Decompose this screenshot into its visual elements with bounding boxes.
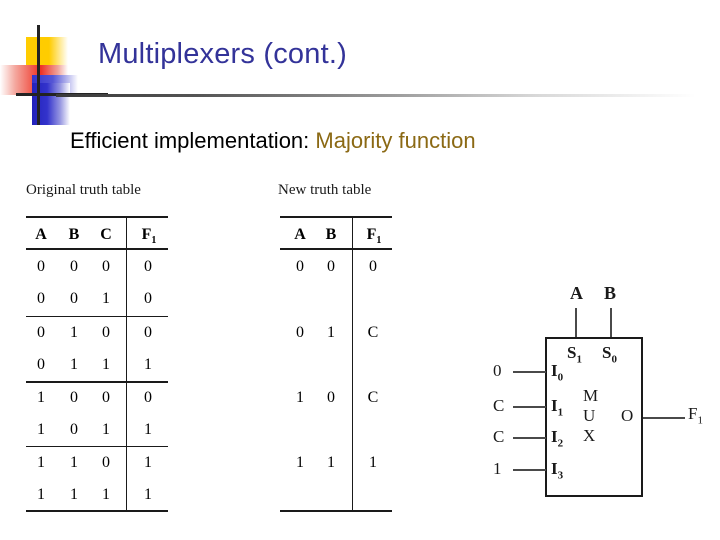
table-cell: 0: [102, 389, 110, 406]
original-table-top-rule: [26, 216, 168, 218]
mux-body: [545, 337, 643, 497]
table-cell: 1: [327, 454, 335, 471]
original-table-header-f1: F1: [141, 226, 157, 247]
original-table-group-rule-1: [26, 316, 168, 317]
mux-output-wire: [643, 417, 685, 419]
table-cell: 1: [37, 421, 45, 438]
table-cell: 1: [296, 389, 304, 406]
mux-select-wire-a: [575, 308, 577, 338]
mux-select-input-b-label: B: [604, 283, 617, 303]
table-cell: 0: [144, 389, 152, 406]
new-table-column-divider: [352, 216, 353, 510]
page-title: Multiplexers (cont.): [98, 38, 347, 70]
table-cell: 1: [144, 356, 152, 373]
mux-select-wire-b: [610, 308, 612, 338]
table-cell: 1: [102, 290, 110, 307]
original-table-caption: Original truth table: [26, 182, 141, 198]
table-cell: 1: [144, 486, 152, 503]
slide-decoration-logo: [0, 25, 108, 125]
mux-input-wire-1: [513, 406, 546, 408]
mux-letter-u: U: [583, 406, 596, 425]
table-cell: C: [367, 389, 379, 406]
table-cell: 0: [327, 389, 335, 406]
mux-output-pin-o: O: [621, 406, 634, 425]
mux-select-pin-s0: S0: [602, 343, 617, 366]
table-cell: 1: [296, 454, 304, 471]
table-cell: 1: [327, 324, 335, 341]
original-table-column-divider: [126, 216, 127, 510]
mux-data-pin-i2: I2: [551, 427, 564, 450]
new-table-caption: New truth table: [278, 182, 372, 198]
original-table-bottom-rule: [26, 510, 168, 512]
mux-output-label-f1: F1: [688, 404, 703, 427]
table-cell: 0: [37, 356, 45, 373]
mux-letter-x: X: [583, 426, 596, 445]
table-cell: 1: [369, 454, 377, 471]
new-table-header-a: A: [294, 226, 306, 243]
table-cell: 1: [70, 454, 78, 471]
table-cell: 0: [327, 258, 335, 275]
table-cell: 0: [296, 324, 304, 341]
table-cell: 1: [102, 356, 110, 373]
table-cell: 0: [296, 258, 304, 275]
table-cell: 0: [102, 258, 110, 275]
new-table-header-b: B: [325, 226, 337, 243]
original-table-group-rule-3: [26, 446, 168, 447]
table-cell: 1: [102, 421, 110, 438]
mux-select-input-a-label: A: [570, 283, 583, 303]
original-table-header-rule: [26, 248, 168, 250]
logo-vertical-line: [37, 25, 40, 125]
table-cell: 1: [144, 421, 152, 438]
table-cell: 0: [102, 324, 110, 341]
table-cell: 0: [70, 290, 78, 307]
mux-data-input-2-label: C: [493, 427, 505, 446]
table-cell: 0: [37, 324, 45, 341]
table-cell: C: [367, 324, 379, 341]
mux-input-wire-3: [513, 469, 546, 471]
table-cell: 0: [70, 258, 78, 275]
original-table-header-b: B: [68, 226, 80, 243]
table-cell: 0: [70, 421, 78, 438]
table-cell: 1: [102, 486, 110, 503]
mux-data-pin-i3: I3: [551, 459, 564, 482]
mux-input-wire-0: [513, 371, 546, 373]
table-cell: 1: [37, 454, 45, 471]
table-cell: 0: [144, 290, 152, 307]
subtitle-lead-text: Efficient implementation:: [70, 128, 310, 153]
mux-select-pin-s1: S1: [567, 343, 582, 366]
mux-data-pin-i0: I0: [551, 361, 564, 384]
table-cell: 0: [144, 324, 152, 341]
new-table-bottom-rule: [280, 510, 392, 512]
original-table-header-a: A: [35, 226, 47, 243]
table-cell: 0: [37, 258, 45, 275]
table-cell: 0: [369, 258, 377, 275]
subtitle-accent-text: Majority function: [315, 128, 476, 153]
mux-data-input-0-label: 0: [493, 361, 502, 380]
table-cell: 1: [144, 454, 152, 471]
mux-data-input-1-label: C: [493, 396, 505, 415]
table-cell: 1: [70, 486, 78, 503]
mux-letter-m: M: [583, 386, 599, 405]
table-cell: 0: [37, 290, 45, 307]
table-cell: 1: [70, 356, 78, 373]
new-table-header-f1: F1: [366, 226, 382, 247]
original-table-group-rule-2: [26, 381, 168, 383]
table-cell: 0: [102, 454, 110, 471]
new-table-header-rule: [280, 248, 392, 250]
mux-data-input-3-label: 1: [493, 459, 502, 478]
table-cell: 0: [70, 389, 78, 406]
table-cell: 1: [37, 389, 45, 406]
original-table-header-c: C: [100, 226, 112, 243]
slide-subtitle: Efficient implementation: Majority funct…: [70, 128, 476, 154]
mux-input-wire-2: [513, 437, 546, 439]
new-table-top-rule: [280, 216, 392, 218]
table-cell: 1: [70, 324, 78, 341]
mux-data-pin-i1: I1: [551, 396, 564, 419]
title-divider: [56, 94, 696, 97]
table-cell: 1: [37, 486, 45, 503]
table-cell: 0: [144, 258, 152, 275]
